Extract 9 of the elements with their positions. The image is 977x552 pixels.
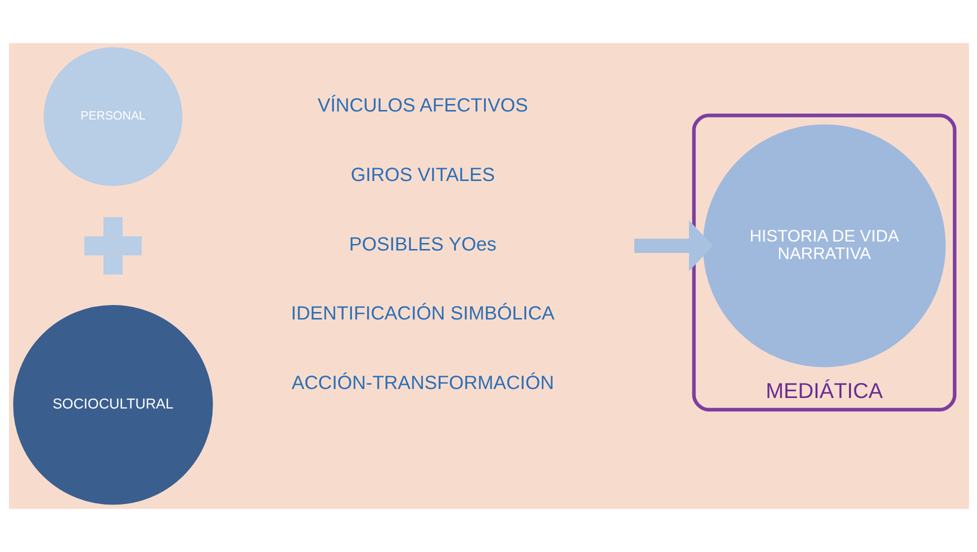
node-circle: HISTORIA DE VIDA NARRATIVA bbox=[702, 124, 946, 368]
label: GIROS VITALES bbox=[350, 164, 494, 186]
label: POSIBLES YOes bbox=[348, 234, 496, 256]
label: IDENTIFICACIÓN SIMBÓLICA bbox=[290, 304, 554, 325]
node-circle: SOCIOCULTURAL bbox=[12, 305, 212, 505]
label: ACCIÓN-TRANSFORMACIÓN bbox=[291, 373, 554, 394]
node-circle: PERSONAL bbox=[43, 47, 182, 186]
label: VÍNCULOS AFECTIVOS bbox=[317, 96, 528, 117]
arrow bbox=[634, 220, 713, 272]
